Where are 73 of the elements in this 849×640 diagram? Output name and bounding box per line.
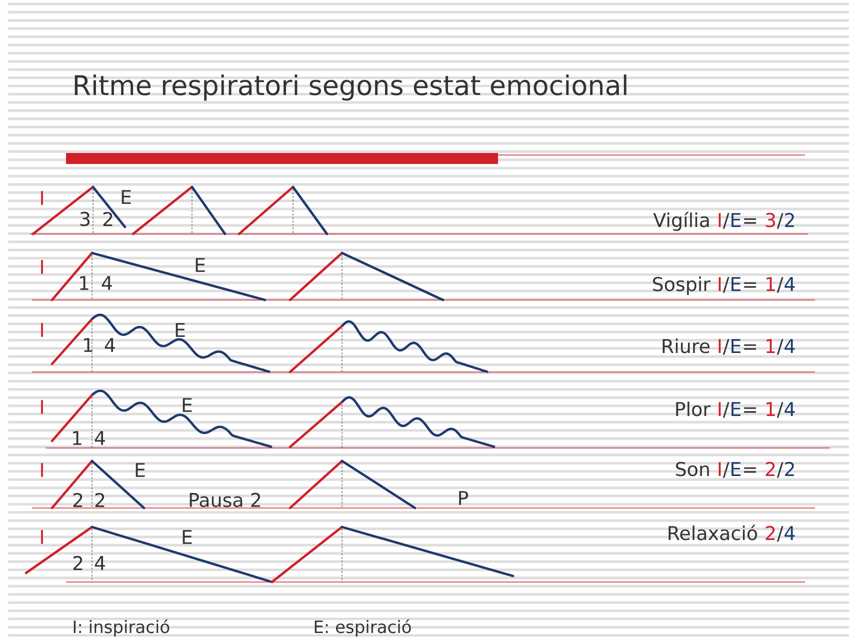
key-text: E: espiració [314,619,411,637]
ratio-label: 2 [785,212,794,227]
ratio-label: 2 [766,526,775,540]
ratio-label: = [744,467,756,473]
row-label: Relaxació [668,524,758,540]
duration-number: 4 [94,556,105,570]
row-label: Vigília [653,212,709,231]
ratio-label: I [718,462,721,476]
duration-number: 1 [73,431,82,445]
pause-label: Pausa 2 [190,492,260,508]
ratio-label: 2 [785,462,794,476]
phase-label: I [41,400,43,414]
ratio-label: / [776,402,784,418]
duration-number: 2 [73,556,82,570]
ratio-label: E [732,339,740,353]
ratio-label: = [744,218,756,224]
ratio-label: / [722,402,730,418]
ratio-label: / [776,213,784,229]
ratio-label: / [776,339,784,355]
phase-label: I [41,191,43,205]
key-text: I: inspiració [74,619,170,637]
row-label: Plor [676,402,710,416]
ratio-label: 4 [784,402,795,416]
ratio-label: / [722,213,730,229]
phase-label: I [41,463,43,477]
ratio-label: 2 [766,462,775,476]
phase-label: I [41,530,43,544]
phase-label: I [41,323,43,337]
ratio-label: = [744,407,756,413]
ratio-label: = [744,282,756,288]
ratio-label: 3 [766,212,775,228]
duration-number: 2 [103,212,112,226]
ratio-label: E [732,213,740,227]
ratio-label: 4 [784,526,795,540]
ratio-label: 4 [784,339,795,353]
ratio-label: I [718,402,721,416]
ratio-label: E [732,277,740,291]
ratio-label: 1 [766,402,775,416]
phase-label: E [136,463,145,477]
row-label: Sospir [653,276,710,295]
ratio-label: 1 [766,339,775,353]
phase-label: E [182,398,192,412]
ratio-label: = [744,344,756,350]
phase-label: E [182,530,192,544]
phase-label: E [122,190,131,204]
ratio-label: / [722,339,730,355]
row-label: Son [676,462,709,476]
ratio-label: I [718,277,721,291]
ratio-label: E [732,402,740,416]
duration-number: 1 [84,338,92,352]
ratio-label: I [718,213,721,227]
phase-label: E [176,323,185,337]
phase-label: E [196,258,205,272]
duration-number: 2 [95,492,104,508]
ratio-label: 1 [766,277,775,291]
ratio-label: / [722,462,730,478]
duration-number: 4 [102,276,112,290]
ratio-label: I [718,339,721,353]
duration-number: 3 [80,212,90,226]
row-label: Riure [662,338,710,354]
pause-label: P [459,491,468,505]
ratio-label: / [722,277,730,293]
ratio-label: / [776,462,784,478]
ratio-label: / [776,526,784,542]
duration-number: 2 [73,492,82,508]
duration-number: 1 [80,276,88,290]
duration-number: 4 [94,431,105,445]
ratio-label: E [732,462,740,476]
title: Ritme respiratori segons estat emocional [74,74,626,101]
ratio-label: 4 [784,277,795,291]
phase-label: I [41,260,43,274]
duration-number: 4 [104,338,115,352]
ratio-label: / [776,277,784,293]
